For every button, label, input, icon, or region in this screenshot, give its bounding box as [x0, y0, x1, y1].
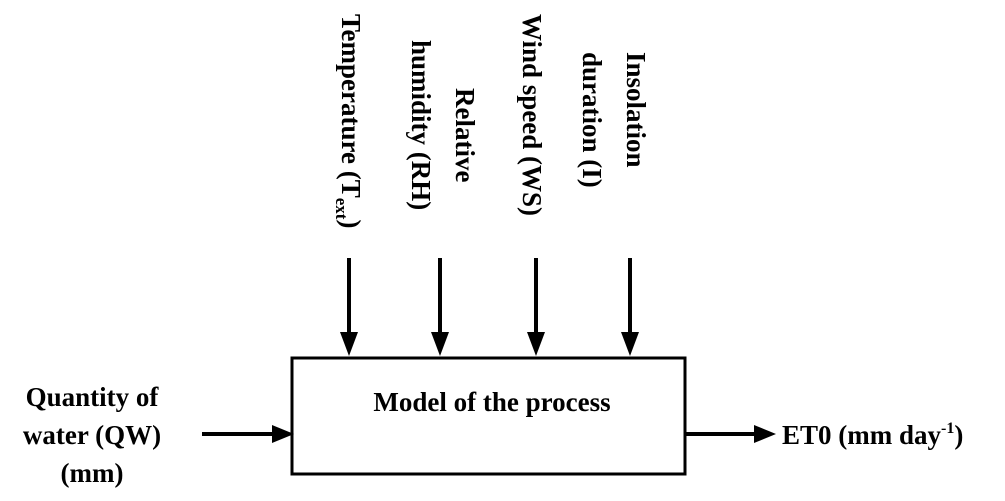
label-insolation-line2: duration (I): [577, 52, 607, 188]
process-box-label: Model of the process: [373, 387, 610, 417]
label-temperature: Temperature (Text): [332, 14, 366, 228]
process-box-frame: [290, 356, 687, 476]
label-wind-speed: Wind speed (WS): [517, 14, 547, 216]
arrow-temperature: [340, 258, 358, 356]
svg-text:Wind speed (WS): Wind speed (WS): [517, 14, 547, 216]
svg-text:ET0 (mm day-1): ET0 (mm day-1): [782, 420, 963, 450]
svg-text:Temperature (Text): Temperature (Text): [332, 14, 366, 228]
svg-text:water (QW): water (QW): [23, 420, 161, 450]
svg-text:(mm): (mm): [61, 458, 124, 488]
arrow-wind-speed: [527, 258, 545, 356]
svg-text:Relative: Relative: [450, 88, 480, 182]
label-relative-humidity-line2: humidity (RH): [406, 40, 436, 210]
arrow-quantity-of-water: [202, 425, 294, 443]
process-model-box: Model of the process: [290, 356, 687, 476]
label-et0: ET0 (mm day-1): [782, 420, 963, 450]
arrow-insolation: [621, 258, 639, 356]
arrow-et0-output: [685, 425, 776, 443]
label-quantity-of-water: Quantity of water (QW) (mm): [23, 382, 161, 488]
label-insolation-line1: Insolation: [621, 52, 651, 168]
label-relative-humidity-line1: Relative: [450, 88, 480, 182]
svg-text:Insolation: Insolation: [621, 52, 651, 168]
arrow-relative-humidity: [431, 258, 449, 356]
svg-text:humidity (RH): humidity (RH): [406, 40, 436, 210]
svg-text:duration (I): duration (I): [577, 52, 607, 188]
svg-text:Quantity of: Quantity of: [26, 382, 160, 412]
